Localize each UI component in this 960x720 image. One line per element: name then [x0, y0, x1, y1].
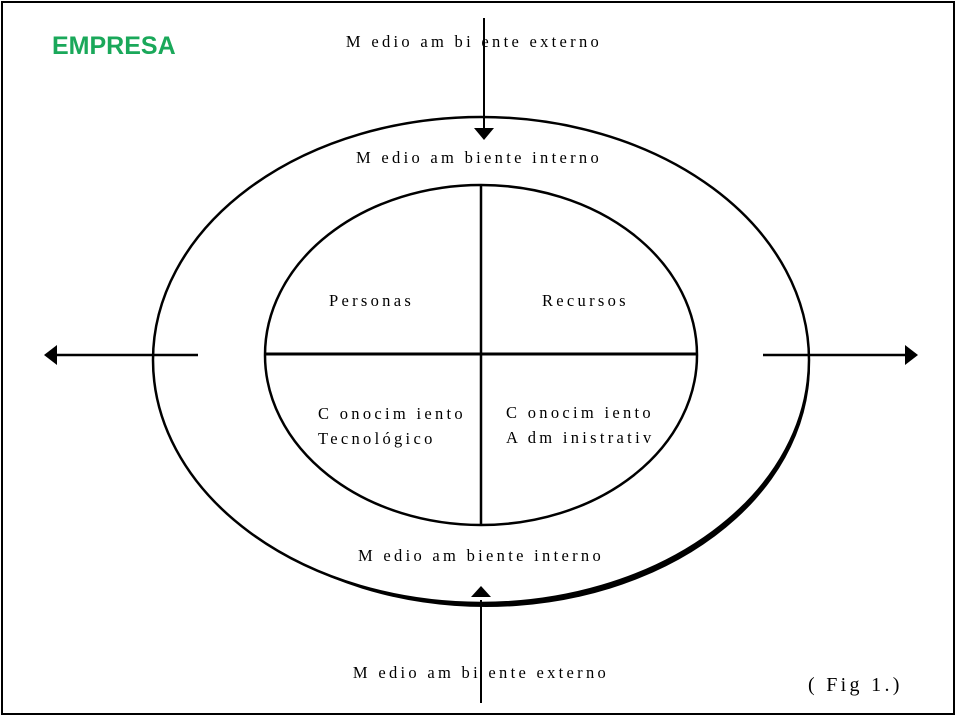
- external-environment-bottom-label: M edio am bi ente externo: [352, 663, 610, 682]
- bottom-arrow-head: [471, 586, 491, 597]
- top-arrow-head: [474, 128, 494, 140]
- internal-environment-top-label: M edio am biente interno: [356, 148, 602, 167]
- figure-caption: ( Fig 1.): [808, 674, 903, 696]
- internal-environment-bottom-label: M edio am biente interno: [358, 546, 604, 565]
- external-environment-top-label: M edio am bi ente externo: [345, 32, 603, 51]
- right-arrow-head: [905, 345, 918, 365]
- quadrant-personas-label: Personas: [329, 291, 415, 310]
- quadrant-conocimiento-administrativo-line1: C onocim iento: [506, 403, 654, 422]
- quadrant-conocimiento-tecnologico-line2: Tecnológico: [318, 429, 436, 448]
- quadrant-conocimiento-administrativo-line2: A dm inistrativ: [506, 428, 655, 447]
- left-arrow-head: [44, 345, 57, 365]
- page-title: EMPRESA: [52, 32, 176, 60]
- quadrant-recursos-label: Recursos: [542, 291, 629, 310]
- quadrant-conocimiento-tecnologico-line1: C onocim iento: [318, 404, 466, 423]
